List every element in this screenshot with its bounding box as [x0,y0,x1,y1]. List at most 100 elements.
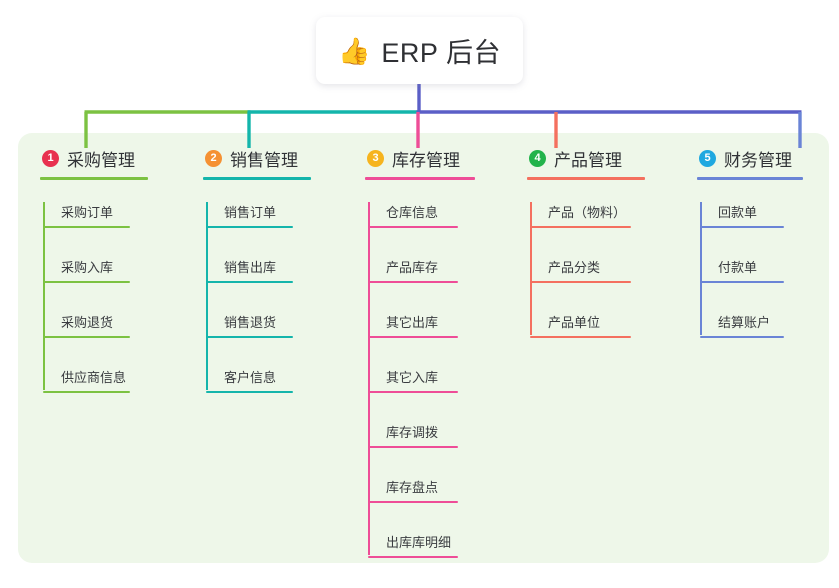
leaf-item[interactable]: 其它入库 [368,367,458,393]
leaf-item[interactable]: 销售出库 [206,257,293,283]
root-title: ERP 后台 [381,38,501,68]
leaf-spine [530,202,532,335]
leaf-underline [43,281,130,283]
leaf-label: 产品分类 [548,260,601,275]
leaf-item[interactable]: 回款单 [700,202,784,228]
branch-number-badge: 4 [529,149,546,167]
branch-number-badge: 2 [205,149,222,167]
leaf-label: 销售订单 [224,205,277,220]
leaf-label: 采购退货 [61,315,114,330]
leaf-item[interactable]: 采购入库 [43,257,130,283]
branch-header-2[interactable]: 2 销售管理 [203,145,311,171]
leaf-underline [43,336,130,338]
leaf-list: 回款单付款单结算账户 [697,202,803,367]
leaf-label: 销售出库 [224,260,277,275]
branch-number-badge: 5 [699,149,716,167]
leaf-underline [43,226,130,228]
leaf-item[interactable]: 库存调拨 [368,422,458,448]
leaf-underline [700,226,784,228]
branch-underline [527,177,645,180]
branch-header-3[interactable]: 3 库存管理 [365,145,475,171]
leaf-item[interactable]: 产品分类 [530,257,631,283]
leaf-underline [530,281,631,283]
branch-number-badge: 3 [367,149,384,167]
leaf-item[interactable]: 其它出库 [368,312,458,338]
branch-number-badge: 1 [42,149,59,167]
leaf-list: 销售订单销售出库销售退货客户信息 [203,202,311,422]
leaf-label: 产品库存 [386,260,439,275]
leaf-spine [206,202,208,390]
leaf-item[interactable]: 采购退货 [43,312,130,338]
leaf-label: 仓库信息 [386,205,439,220]
leaf-underline [206,336,293,338]
branch-underline [365,177,475,180]
leaf-label: 其它出库 [386,315,439,330]
leaf-label: 其它入库 [386,370,439,385]
leaf-list: 产品（物料） 产品分类产品单位 [527,202,645,367]
leaf-underline [43,391,130,393]
leaf-list: 采购订单采购入库采购退货供应商信息 [40,202,148,422]
leaf-underline [368,226,458,228]
branch-underline [40,177,148,180]
leaf-underline [530,336,631,338]
branch-header-5[interactable]: 5 财务管理 [697,145,803,171]
leaf-underline [530,226,631,228]
branch-column-4: 4 产品管理产品（物料） 产品分类产品单位 [527,145,645,367]
leaf-label: 销售退货 [224,315,277,330]
branch-column-1: 1 采购管理采购订单采购入库采购退货供应商信息 [40,145,148,422]
thumbs-up-icon: 👍 [338,35,371,66]
leaf-spine [700,202,702,335]
leaf-underline [700,336,784,338]
branch-title: 产品管理 [554,150,622,170]
root-node[interactable]: 👍 ERP 后台 [316,17,523,84]
leaf-label: 采购订单 [61,205,114,220]
leaf-spine [43,202,45,390]
branch-underline [697,177,803,180]
leaf-item[interactable]: 仓库信息 [368,202,458,228]
leaf-underline [206,391,293,393]
leaf-item[interactable]: 产品（物料） [530,202,631,228]
leaf-spine [368,202,370,555]
leaf-underline [368,391,458,393]
leaf-item[interactable]: 供应商信息 [43,367,130,393]
leaf-label: 产品单位 [548,315,601,330]
branch-title: 库存管理 [392,150,460,170]
leaf-item[interactable]: 产品单位 [530,312,631,338]
branch-column-3: 3 库存管理仓库信息产品库存其它出库其它入库库存调拨库存盘点出库库明细 [365,145,475,587]
leaf-label: 出库库明细 [386,535,452,550]
leaf-label: 采购入库 [61,260,114,275]
leaf-list: 仓库信息产品库存其它出库其它入库库存调拨库存盘点出库库明细 [365,202,475,587]
branch-title: 财务管理 [724,150,792,170]
leaf-item[interactable]: 销售订单 [206,202,293,228]
leaf-item[interactable]: 客户信息 [206,367,293,393]
leaf-underline [368,336,458,338]
leaf-item[interactable]: 销售退货 [206,312,293,338]
leaf-underline [368,501,458,503]
leaf-label: 库存盘点 [386,480,439,495]
leaf-label: 库存调拨 [386,425,439,440]
branch-column-5: 5 财务管理回款单付款单结算账户 [697,145,803,367]
branch-header-1[interactable]: 1 采购管理 [40,145,148,171]
leaf-label: 回款单 [718,205,758,220]
branch-title: 销售管理 [230,150,298,170]
leaf-item[interactable]: 采购订单 [43,202,130,228]
leaf-item[interactable]: 出库库明细 [368,532,458,558]
leaf-label: 结算账户 [718,315,771,330]
leaf-item[interactable]: 结算账户 [700,312,784,338]
leaf-item[interactable]: 产品库存 [368,257,458,283]
branch-underline [203,177,311,180]
leaf-underline [700,281,784,283]
leaf-item[interactable]: 库存盘点 [368,477,458,503]
leaf-underline [368,556,458,558]
leaf-underline [368,281,458,283]
leaf-label: 供应商信息 [61,370,127,385]
leaf-underline [206,226,293,228]
leaf-label: 客户信息 [224,370,277,385]
branches-panel [18,133,829,563]
branch-header-4[interactable]: 4 产品管理 [527,145,645,171]
leaf-underline [206,281,293,283]
leaf-label: 付款单 [718,260,758,275]
leaf-item[interactable]: 付款单 [700,257,784,283]
branch-title: 采购管理 [67,150,135,170]
